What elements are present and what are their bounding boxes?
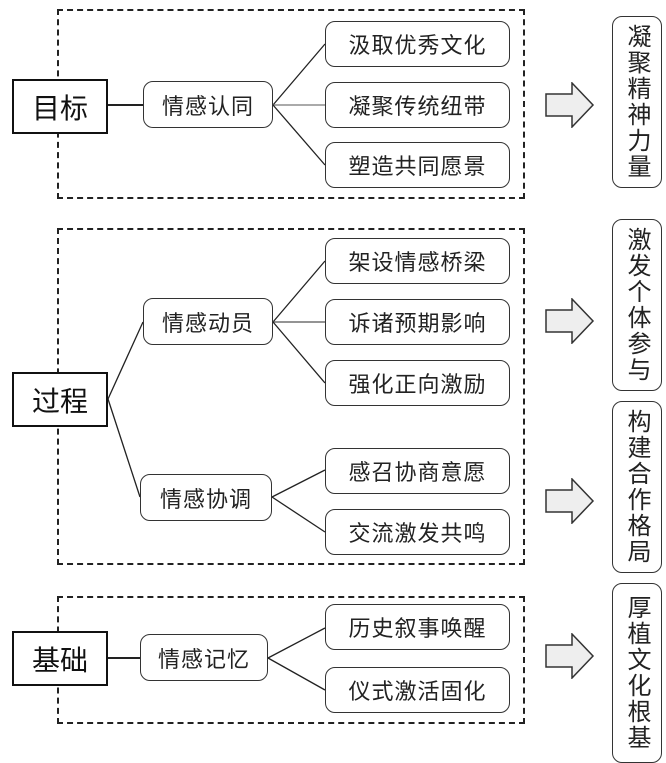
leaf-node-label: 历史叙事唤醒 <box>348 617 487 642</box>
leaf-node-label: 汲取优秀文化 <box>348 34 487 59</box>
leaf-node: 诉诸预期影响 <box>325 299 510 345</box>
leaf-node: 塑造共同愿景 <box>325 142 510 188</box>
leaf-node: 架设情感桥梁 <box>325 238 510 284</box>
leaf-node: 仪式激活固化 <box>325 667 510 713</box>
connector <box>272 43 326 106</box>
leaf-node-label: 仪式激活固化 <box>348 680 487 705</box>
connector <box>107 398 141 498</box>
leaf-node-label: 感召协商意愿 <box>348 461 487 486</box>
outcome-label: 凝聚精神力量 <box>623 24 651 180</box>
right-block-arrow-icon <box>545 633 595 679</box>
outcome-label: 厚植文化根基 <box>623 595 651 751</box>
outcome-label: 激发个体参与 <box>623 227 651 383</box>
middle-node-label: 情感记忆 <box>157 647 250 673</box>
leaf-node-label: 诉诸预期影响 <box>348 312 487 337</box>
level-box-process: 过程 <box>12 372 108 427</box>
right-block-arrow-icon <box>545 298 595 344</box>
connector <box>271 469 326 498</box>
level-box-goal: 目标 <box>12 79 108 134</box>
leaf-node-label: 架设情感桥梁 <box>348 251 487 276</box>
middle-node-label: 情感协调 <box>159 487 252 513</box>
middle-node: 情感记忆 <box>140 634 268 681</box>
right-block-arrow-icon <box>545 478 595 524</box>
level-label: 过程 <box>31 384 88 418</box>
connector <box>272 104 326 166</box>
right-block-arrow-icon <box>545 82 595 128</box>
leaf-node-label: 强化正向激励 <box>348 373 487 398</box>
level-label: 基础 <box>31 643 88 677</box>
leaf-node-label: 凝聚传统纽带 <box>348 95 487 120</box>
connector <box>272 321 326 384</box>
leaf-node: 交流激发共鸣 <box>325 509 510 555</box>
outcome-label: 构建合作格局 <box>623 409 651 565</box>
leaf-node-label: 塑造共同愿景 <box>348 155 487 180</box>
connector <box>271 496 326 533</box>
outcome-box: 厚植文化根基 <box>612 583 662 763</box>
level-label: 目标 <box>31 91 88 125</box>
leaf-node: 凝聚传统纽带 <box>325 82 510 128</box>
level-box-foundation: 基础 <box>12 631 108 686</box>
middle-node-label: 情感认同 <box>161 94 254 120</box>
outcome-box: 激发个体参与 <box>612 219 662 391</box>
connector <box>272 260 326 323</box>
middle-node: 情感认同 <box>143 81 273 128</box>
connector <box>267 657 326 691</box>
leaf-node-label: 交流激发共鸣 <box>348 522 487 547</box>
leaf-node: 历史叙事唤醒 <box>325 604 510 650</box>
connector <box>267 627 326 659</box>
middle-node: 情感动员 <box>143 298 273 345</box>
leaf-node: 汲取优秀文化 <box>325 21 510 67</box>
leaf-node: 感召协商意愿 <box>325 448 510 494</box>
middle-node-label: 情感动员 <box>161 311 254 337</box>
middle-node: 情感协调 <box>140 474 272 521</box>
outcome-box: 凝聚精神力量 <box>612 16 662 188</box>
outcome-box: 构建合作格局 <box>612 401 662 573</box>
connector <box>107 321 144 400</box>
leaf-node: 强化正向激励 <box>325 360 510 406</box>
